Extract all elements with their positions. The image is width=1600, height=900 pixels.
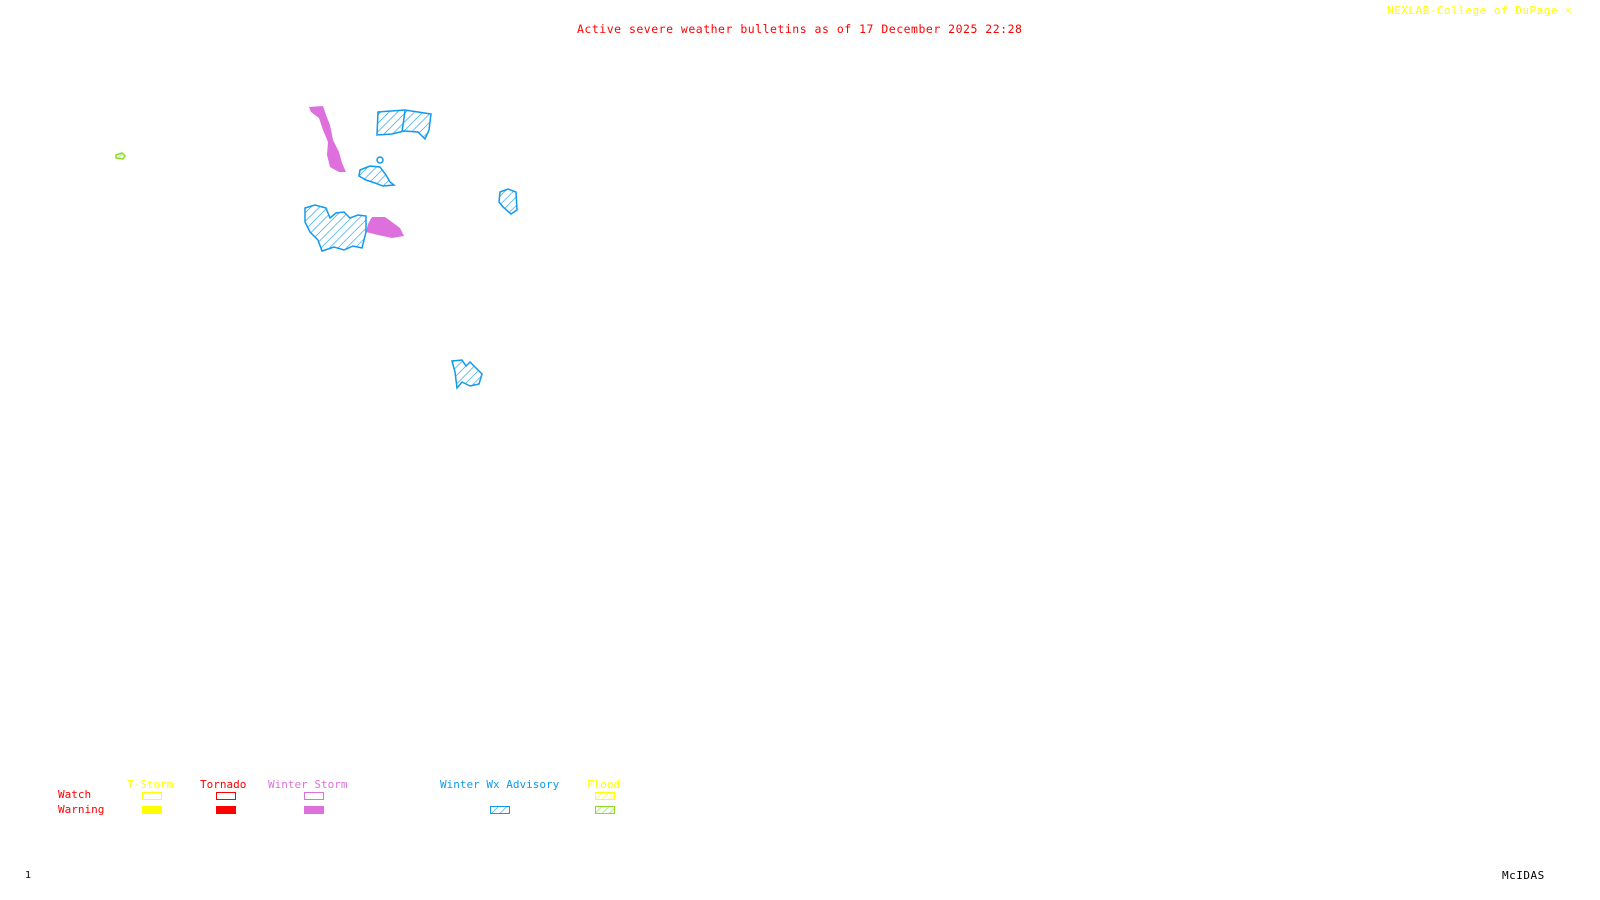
legend-winter-storm-label: Winter Storm [268, 778, 348, 791]
legend-flood-label: Flood [587, 778, 621, 791]
page-title: Active severe weather bulletins as of 17… [577, 22, 1023, 36]
legend-winter-advisory-swatch [490, 806, 510, 814]
winter-advisory-region [376, 156, 384, 164]
legend-row-warning: Warning [58, 803, 105, 816]
winter-advisory-region [304, 204, 367, 252]
winter-advisory-region [376, 109, 432, 141]
legend-flood-warning-swatch [595, 806, 615, 814]
legend-tstorm-watch-swatch [142, 792, 162, 800]
winter-advisory-region [498, 188, 518, 215]
legend-tornado-watch-swatch [216, 792, 236, 800]
legend-tornado-warning-swatch [216, 806, 236, 814]
frame-number: 1 [25, 870, 32, 881]
legend-tstorm-label: T-Storm [127, 778, 174, 791]
flood-warning-region [115, 152, 126, 160]
legend-winter-storm-watch-swatch [304, 792, 324, 800]
winter-advisory-region [451, 359, 483, 390]
winter-storm-warning-region [309, 106, 346, 172]
winter-advisory-region [358, 165, 397, 187]
credit-label: NEXLAB-College of DuPage ⇱ [1387, 4, 1572, 17]
arrow-icon: ⇱ [1565, 4, 1573, 17]
legend-flood-watch-swatch [595, 792, 615, 800]
software-label: McIDAS [1502, 869, 1545, 882]
legend-winter-advisory-label: Winter Wx Advisory [440, 778, 560, 791]
legend-row-watch: Watch [58, 788, 92, 801]
county-boundary [401, 110, 406, 133]
legend-tstorm-warning-swatch [142, 806, 162, 814]
credit-text: NEXLAB-College of DuPage [1387, 4, 1558, 17]
legend-winter-storm-warning-swatch [304, 806, 324, 814]
winter-storm-warning-region [366, 217, 404, 238]
legend-tornado-label: Tornado [200, 778, 247, 791]
